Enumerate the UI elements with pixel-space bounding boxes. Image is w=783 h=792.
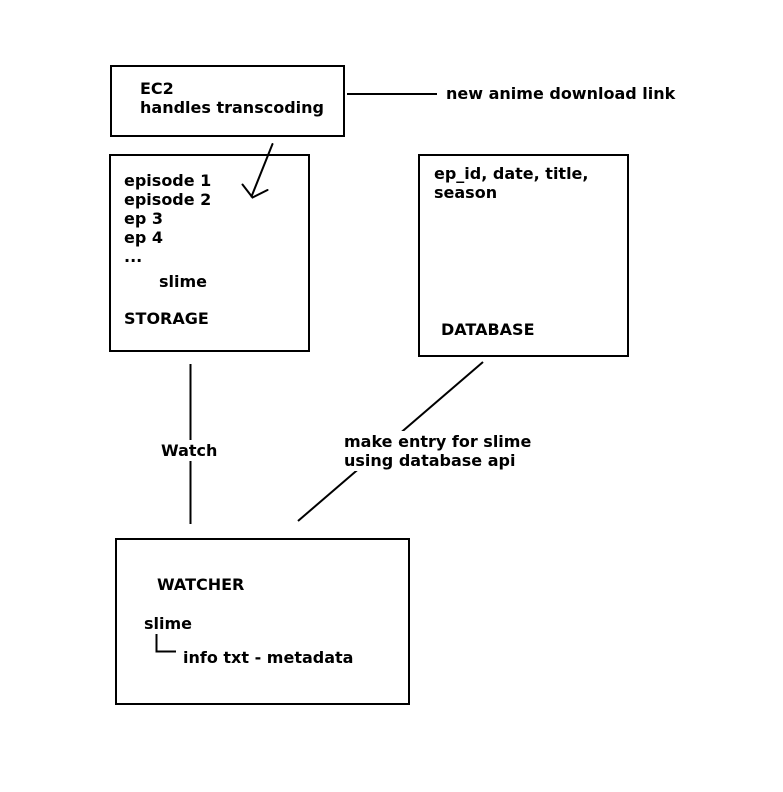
watch-edge-label: Watch <box>158 440 221 461</box>
ec2-label: EC2 <box>140 79 174 98</box>
storage-item: ... <box>124 247 143 266</box>
storage-item: episode 1 <box>124 171 212 190</box>
database-fields: ep_id, date, title, season <box>434 164 588 202</box>
storage-box <box>109 154 310 352</box>
storage-item-list: episode 1 episode 2 ep 3 ep 4 ... <box>124 171 211 266</box>
watcher-box <box>115 538 410 705</box>
database-box <box>418 154 629 357</box>
storage-item: episode 2 <box>124 190 212 209</box>
watcher-label: WATCHER <box>157 575 245 594</box>
ec2-to-storage-arrowhead <box>241 183 269 199</box>
storage-label: STORAGE <box>124 309 209 328</box>
download-link-label: new anime download link <box>446 84 676 103</box>
db-entry-edge-label: make entry for slime using database api <box>341 431 535 471</box>
storage-slime-item: slime <box>159 272 208 291</box>
ec2-sublabel: handles transcoding <box>140 98 324 117</box>
ec2-to-storage-arrow-shaft <box>250 143 274 198</box>
db-entry-edge-label-line: make entry for slime <box>344 432 532 451</box>
db-entry-edge-label-line: using database api <box>344 451 516 470</box>
storage-item: ep 4 <box>124 228 164 247</box>
ec2-box-text: EC2 handles transcoding <box>140 79 324 117</box>
ec2-box <box>110 65 345 137</box>
database-fields-line: season <box>434 183 498 202</box>
database-fields-line: ep_id, date, title, <box>434 164 589 183</box>
database-label: DATABASE <box>441 320 535 339</box>
storage-item: ep 3 <box>124 209 164 228</box>
slime-to-metadata-branch-line <box>155 634 176 653</box>
watcher-slime-item: slime <box>144 614 193 633</box>
watcher-item-detail: info txt - metadata <box>183 648 354 667</box>
